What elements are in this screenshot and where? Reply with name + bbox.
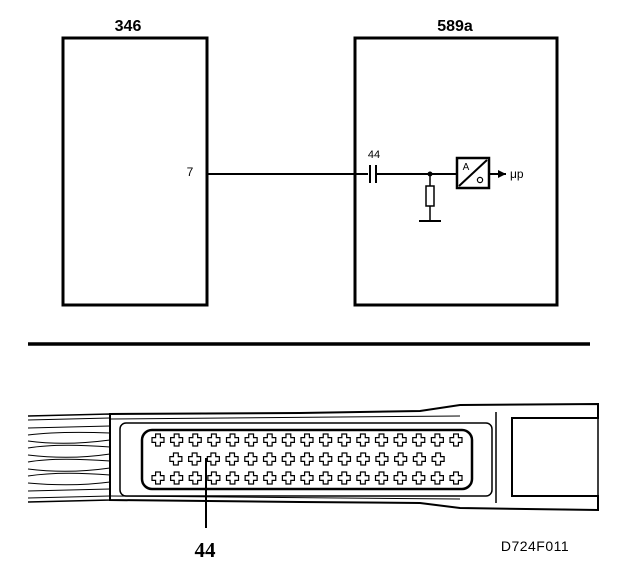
connector-pin xyxy=(188,452,202,466)
connector-pin xyxy=(337,433,351,447)
connector-pin xyxy=(169,452,183,466)
connector-pin xyxy=(394,452,408,466)
connector-pin xyxy=(263,471,277,485)
connector-pin xyxy=(393,433,407,447)
connector-pin xyxy=(412,471,426,485)
connector-pin xyxy=(151,433,165,447)
connector-pin xyxy=(430,433,444,447)
connector-pin xyxy=(170,433,184,447)
connector-pin xyxy=(430,471,444,485)
connector-pin xyxy=(244,452,258,466)
connector-pin xyxy=(431,452,445,466)
connector-pin xyxy=(319,452,333,466)
connector-pin-grid xyxy=(151,433,463,485)
connector-pin xyxy=(225,452,239,466)
connector-pin xyxy=(412,452,426,466)
connector-pin xyxy=(449,433,463,447)
component-346-box xyxy=(61,36,209,307)
component-346-label: 346 xyxy=(115,18,142,35)
connector-pin xyxy=(225,471,240,485)
connector-pin xyxy=(375,452,389,466)
connector-pin xyxy=(262,452,277,466)
connector-pin xyxy=(207,433,221,447)
capacitor-symbol xyxy=(369,165,377,183)
connector-pin xyxy=(170,471,184,485)
connector-pin xyxy=(151,471,165,485)
connector-pin xyxy=(281,471,295,485)
connector-pin xyxy=(337,471,351,485)
connector-pin xyxy=(393,471,407,485)
output-arrow-icon xyxy=(498,170,506,178)
connector-pin xyxy=(244,433,258,447)
connector-pin xyxy=(300,433,314,447)
connector-pin xyxy=(281,433,295,447)
pin-44-callout-label: 44 xyxy=(195,538,217,562)
figure-code: D724F011 xyxy=(501,538,569,554)
ad-converter-symbol xyxy=(455,156,491,190)
connector-pin xyxy=(281,452,295,466)
connector-pin xyxy=(244,471,258,485)
connector-pin xyxy=(356,471,370,485)
connector-latch xyxy=(511,417,599,497)
connector-pin xyxy=(356,433,370,447)
connector-pin xyxy=(225,433,240,447)
connector-pin xyxy=(412,433,426,447)
connector-pin xyxy=(374,471,389,485)
connector-pin xyxy=(374,433,389,447)
connector-pin xyxy=(319,433,333,447)
connector-pin xyxy=(300,452,314,466)
connector-pin xyxy=(356,452,370,466)
connector-pin xyxy=(207,471,221,485)
connector-ridge-top xyxy=(109,415,461,420)
microprocessor-label: μp xyxy=(510,167,524,181)
connector-pin xyxy=(206,452,220,466)
component-589a-box xyxy=(353,36,559,307)
component-589a-label: 589a xyxy=(437,18,473,35)
connector-pin xyxy=(188,471,202,485)
connector-pin xyxy=(188,433,202,447)
resistor-symbol xyxy=(425,185,435,207)
converter-a-letter: A xyxy=(463,162,470,173)
connector-pin xyxy=(337,452,352,466)
connector-pin xyxy=(449,471,463,485)
pin-44-label: 44 xyxy=(368,149,380,161)
connector-pin xyxy=(263,433,277,447)
pin-7-label: 7 xyxy=(187,165,194,179)
connector-face-outer xyxy=(119,422,493,497)
connector-pin xyxy=(319,471,333,485)
connector-pin xyxy=(300,471,314,485)
wire-harness xyxy=(27,417,111,499)
